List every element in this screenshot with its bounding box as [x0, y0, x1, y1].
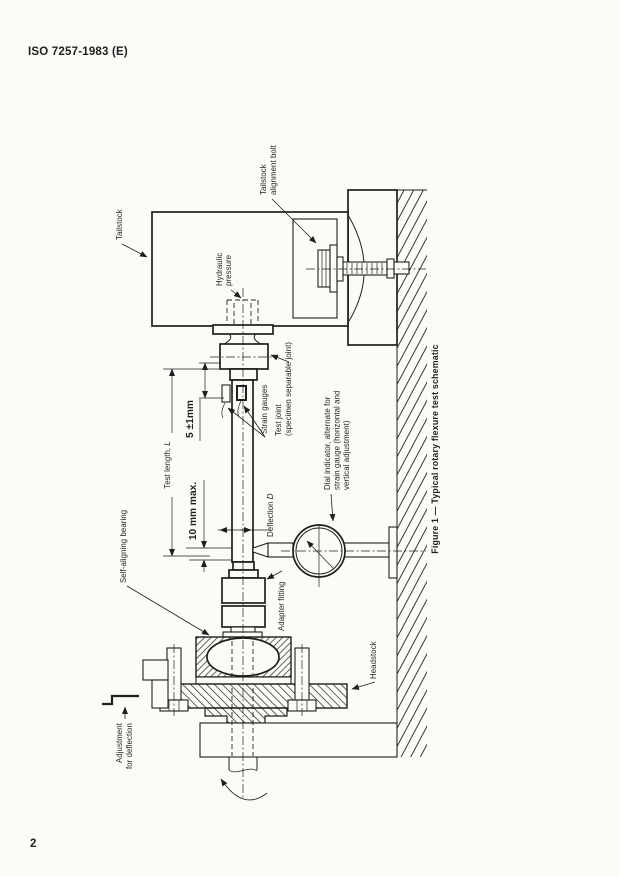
headstock-pedestal [204, 707, 288, 724]
dial-feeler-tip [252, 542, 269, 558]
label-test-joint-2: (specimen separable joint) [284, 342, 293, 436]
label-strain-gauges: Strain gauges [260, 385, 269, 434]
page-number: 2 [30, 838, 36, 850]
bolt-hex-head [317, 249, 331, 288]
dimension-gauge-offset: 5 ±1mm [185, 362, 224, 441]
adjuster-bracket [142, 659, 169, 681]
label-alignment-bolt-2: alignment bolt [269, 144, 278, 195]
specimen-shaft [231, 379, 254, 563]
dial-feeler-bar [267, 542, 294, 558]
joint-subneck [229, 368, 258, 381]
strain-gauge-left [221, 384, 231, 403]
label-tailstock: Tailstock [115, 209, 124, 240]
dimension-max-deflection: 10 mm max. [186, 480, 232, 572]
headstock-base-box [199, 722, 398, 758]
label-hydraulic-1: Hydraulic [215, 253, 224, 286]
spindle-couplings [210, 324, 278, 381]
rotation-arrow [220, 778, 268, 801]
max-deflection-label: 10 mm max. [188, 482, 199, 540]
label-adapter-fitting: Adapter fitting [277, 581, 286, 631]
adapter-block-lower [221, 605, 266, 628]
dial-mount-plate [388, 526, 398, 579]
hydraulic-piston [226, 299, 259, 325]
test-joint-block [219, 343, 269, 370]
deflection-label: Deflection D [266, 493, 275, 537]
label-self-aligning-bearing: Self-aligning bearing [119, 510, 128, 583]
gauge-wire [221, 402, 226, 419]
gauge-offset-label: 5 ±1mm [185, 400, 196, 438]
adjustment-handle [102, 694, 139, 706]
dial-indicator [252, 524, 426, 587]
bearing-seat [195, 676, 292, 685]
label-alignment-bolt-1: Tailstock [259, 164, 268, 195]
label-headstock: Headstock [369, 641, 378, 679]
label-adjustment-1: Adjustment [115, 722, 124, 763]
test-specimen [221, 379, 254, 563]
bolt-end [393, 261, 410, 275]
machine-bed [348, 189, 427, 757]
dial-stem [343, 542, 390, 558]
test-length-label: Test length, L [163, 441, 172, 489]
label-test-joint-1: Test joint [274, 403, 283, 436]
adapter-fitting [221, 561, 266, 638]
page-header: ISO 7257-1983 (E) [28, 46, 128, 58]
bed-hatching [397, 190, 427, 757]
dimension-test-length: Test length, L [163, 368, 219, 557]
figure-caption: Figure 1 — Typical rotary flexure test s… [430, 344, 440, 553]
bolt-threads [346, 263, 383, 274]
label-dial-3: vertical adjustment) [342, 420, 351, 490]
tailstock-alignment-bolt [306, 244, 426, 293]
strain-gauge-right [236, 385, 247, 401]
label-dial-2: strain gauge (horizontal and [333, 391, 342, 490]
dial-needle [306, 540, 335, 570]
self-aligning-bearing [195, 636, 292, 685]
headstock [102, 644, 398, 801]
label-dial-1: Dial indicator, alternate for [323, 396, 332, 490]
headstock-slab [167, 683, 348, 709]
label-hydraulic-2: pressure [224, 255, 233, 286]
spindle-neck [223, 333, 232, 345]
dimension-deflection: Deflection D [218, 493, 275, 537]
adapter-block-upper [221, 577, 266, 604]
callout-labels: Tailstock Tailstock alignment bolt Hydra… [115, 144, 378, 769]
label-adjustment-2: for deflection [125, 723, 134, 769]
